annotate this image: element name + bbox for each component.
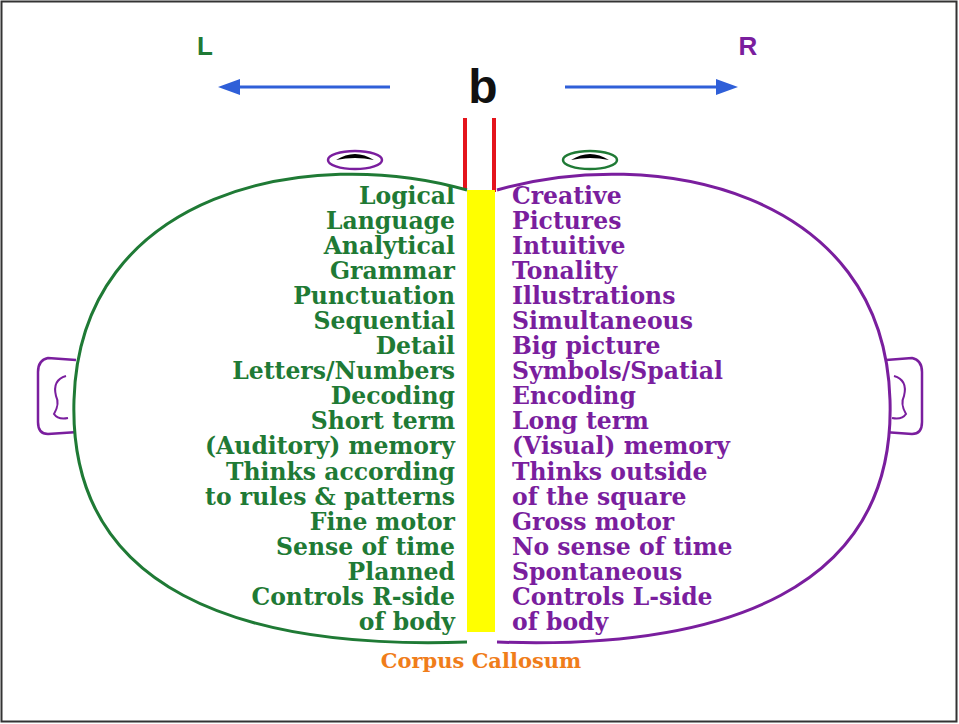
- trait-text: Gross motor: [512, 510, 733, 535]
- red-line: [492, 118, 496, 192]
- hemisphere: LogicalLanguageAnalyticalGrammarPunctuat…: [60, 150, 467, 650]
- pupil: [571, 154, 609, 160]
- trait-text: Controls L-side of body: [512, 585, 733, 635]
- arrow-head: [218, 79, 240, 95]
- trait-text: Logical: [205, 184, 455, 209]
- trait-text: Letters/Numbers: [205, 359, 455, 384]
- trait-text: Short term (Auditory) memory: [205, 409, 455, 459]
- trait-text: Decoding: [205, 384, 455, 409]
- trait-text: Spontaneous: [512, 560, 733, 585]
- trait-text: Analytical: [205, 234, 455, 259]
- trait-text: Planned: [205, 560, 455, 585]
- eye: [563, 151, 617, 169]
- trait-text: Sequential: [205, 309, 455, 334]
- hemisphere-outline-path: [74, 174, 467, 643]
- trait-text: No sense of time: [512, 535, 733, 560]
- pupil: [336, 154, 374, 160]
- trait-text: Long term (Visual) memory: [512, 409, 733, 459]
- trait-text: Intuitive: [512, 234, 733, 259]
- trait-text: Controls R-side of body: [205, 585, 455, 635]
- trait-text: Grammar: [205, 259, 455, 284]
- trait-text: Language: [205, 209, 455, 234]
- trait-text: Detail: [205, 334, 455, 359]
- ear-inner: [54, 376, 68, 419]
- trait-text: Creative: [512, 184, 733, 209]
- trait-list: CreativePicturesIntuitiveTonalityIllustr…: [512, 184, 733, 635]
- band-title: Corpus Callosum: [381, 648, 581, 673]
- trait-text: Symbols/Spatial: [512, 359, 733, 384]
- corpus-callosum-band: Corpus Callosum: [467, 190, 495, 632]
- direction-label: L: [197, 31, 213, 62]
- trait-text: Encoding: [512, 384, 733, 409]
- trait-text: Punctuation: [205, 284, 455, 309]
- eye: [328, 151, 382, 169]
- arrow-head: [716, 79, 738, 95]
- red-line: [463, 118, 467, 192]
- trait-text: Fine motor: [205, 510, 455, 535]
- arrow-line: [236, 86, 390, 89]
- trait-text: Pictures: [512, 209, 733, 234]
- direction-label: b: [468, 59, 497, 114]
- ear-inner: [892, 376, 906, 419]
- trait-text: Tonality: [512, 259, 733, 284]
- hemisphere-outline-path: [497, 174, 890, 643]
- hemisphere: CreativePicturesIntuitiveTonalityIllustr…: [497, 150, 900, 650]
- ear: [38, 358, 78, 434]
- trait-text: Big picture: [512, 334, 733, 359]
- trait-text: Thinks outside of the square: [512, 460, 733, 510]
- direction-label: R: [739, 31, 758, 62]
- arrow-line: [565, 86, 719, 89]
- trait-text: Simultaneous: [512, 309, 733, 334]
- trait-list: LogicalLanguageAnalyticalGrammarPunctuat…: [205, 184, 455, 635]
- trait-text: Thinks according to rules & patterns: [205, 460, 455, 510]
- trait-text: Illustrations: [512, 284, 733, 309]
- trait-text: Sense of time: [205, 535, 455, 560]
